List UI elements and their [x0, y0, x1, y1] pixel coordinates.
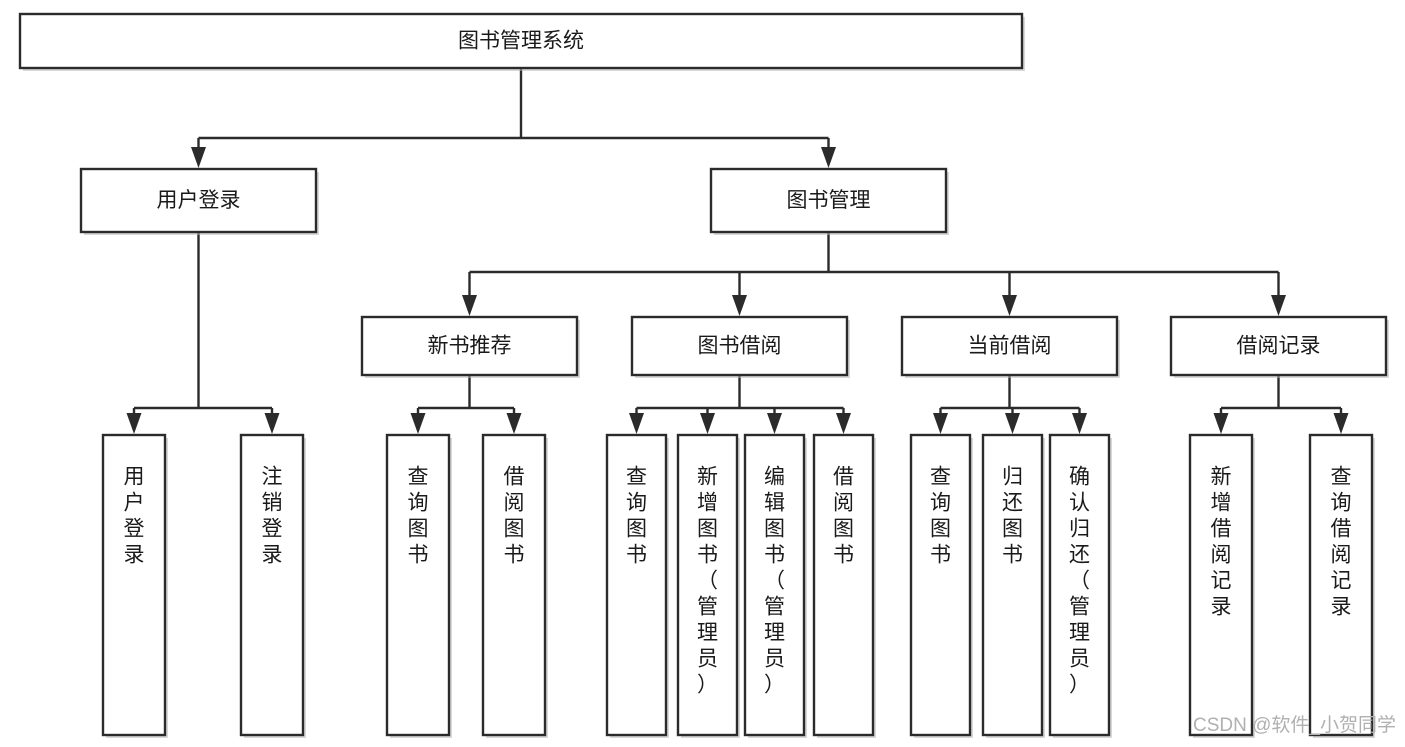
arrow-head-icon — [1072, 413, 1087, 434]
node-label: 查询借阅记录 — [1331, 465, 1352, 618]
node-border — [743, 433, 806, 737]
node-border — [360, 315, 579, 377]
arrow-head-icon — [410, 413, 426, 434]
node-border — [630, 315, 849, 377]
node-label: 查询图书 — [930, 465, 951, 566]
arrow-head-icon — [264, 413, 280, 434]
node-leaf-cur-confirm[interactable]: 确认归还（管理员） — [1048, 433, 1112, 738]
node-border — [481, 433, 547, 737]
node-border — [676, 433, 739, 737]
node-border — [101, 433, 167, 737]
node-border — [385, 433, 451, 737]
node-root[interactable]: 图书管理系统 — [18, 12, 1025, 71]
node-label: 借阅记录 — [1237, 335, 1321, 358]
arrow-head-icon — [767, 413, 782, 434]
arrow-head-icon — [1333, 413, 1349, 434]
node-label: 归还图书 — [1002, 465, 1023, 566]
node-label: 新增借阅记录 — [1211, 465, 1232, 618]
node-l1-user[interactable]: 用户登录 — [79, 167, 319, 235]
node-label: 图书管理系统 — [458, 30, 584, 53]
node-leaf-br-query[interactable]: 查询图书 — [605, 433, 669, 738]
node-label: 新书推荐 — [428, 335, 512, 358]
node-l2-record[interactable]: 借阅记录 — [1169, 315, 1389, 378]
node-border — [981, 433, 1044, 737]
arrow-head-icon — [506, 413, 522, 434]
node-layer: 图书管理系统用户登录图书管理新书推荐图书借阅当前借阅借阅记录用户登录注销登录查询… — [18, 12, 1389, 738]
arrow-head-icon — [732, 295, 747, 316]
node-leaf-new-borrow[interactable]: 借阅图书 — [481, 433, 548, 738]
node-leaf-br-add[interactable]: 新增图书（管理员） — [676, 433, 740, 738]
node-leaf-cur-return[interactable]: 归还图书 — [981, 433, 1045, 738]
arrow-head-icon — [191, 147, 206, 168]
node-border — [1048, 433, 1111, 737]
node-label: 查询图书 — [408, 465, 429, 566]
node-border — [1169, 315, 1388, 377]
node-label: 确认归还（管理员） — [1069, 465, 1090, 696]
node-l2-borrow[interactable]: 图书借阅 — [630, 315, 850, 378]
node-label: 借阅图书 — [504, 465, 525, 566]
node-label: 用户登录 — [157, 189, 241, 212]
node-border — [239, 433, 305, 737]
arrow-head-icon — [1213, 413, 1229, 434]
node-leaf-rec-add[interactable]: 新增借阅记录 — [1188, 433, 1255, 738]
arrow-head-icon — [629, 413, 644, 434]
node-label: 查询图书 — [626, 465, 647, 566]
node-leaf-rec-query[interactable]: 查询借阅记录 — [1308, 433, 1375, 738]
node-border — [1308, 433, 1374, 737]
node-label: 借阅图书 — [833, 465, 854, 566]
arrow-head-icon — [462, 295, 477, 316]
node-border — [812, 433, 875, 737]
arrow-head-icon — [126, 413, 142, 434]
arrow-head-icon — [836, 413, 851, 434]
node-border — [605, 433, 668, 737]
node-leaf-cur-query[interactable]: 查询图书 — [909, 433, 973, 738]
node-label: 当前借阅 — [968, 335, 1052, 358]
node-border — [79, 167, 318, 234]
node-leaf-br-edit[interactable]: 编辑图书（管理员） — [743, 433, 807, 738]
arrow-head-icon — [1002, 295, 1017, 316]
node-leaf-new-query[interactable]: 查询图书 — [385, 433, 452, 738]
arrow-head-icon — [821, 147, 836, 168]
node-label: 注销登录 — [262, 465, 283, 566]
node-label: 用户登录 — [124, 465, 145, 566]
node-border — [709, 167, 948, 234]
node-border — [900, 315, 1119, 377]
node-label: 图书管理 — [787, 189, 871, 212]
csdn-watermark: CSDN @软件_小贺同学 — [1193, 714, 1396, 736]
node-border — [909, 433, 972, 737]
node-leaf-br-borrow[interactable]: 借阅图书 — [812, 433, 876, 738]
node-border — [1188, 433, 1254, 737]
node-label: 图书借阅 — [698, 335, 782, 358]
node-label: 新增图书（管理员） — [697, 465, 718, 696]
arrow-head-icon — [1005, 413, 1020, 434]
node-label: 编辑图书（管理员） — [764, 465, 785, 696]
node-border — [18, 12, 1024, 70]
arrow-head-icon — [933, 413, 948, 434]
node-leaf-user-logout[interactable]: 注销登录 — [239, 433, 306, 738]
node-l2-current[interactable]: 当前借阅 — [900, 315, 1120, 378]
node-l2-new[interactable]: 新书推荐 — [360, 315, 580, 378]
node-l1-book[interactable]: 图书管理 — [709, 167, 949, 235]
connector-layer — [126, 68, 1349, 434]
node-leaf-user-login[interactable]: 用户登录 — [101, 433, 168, 738]
arrow-head-icon — [700, 413, 715, 434]
arrow-head-icon — [1271, 295, 1286, 316]
